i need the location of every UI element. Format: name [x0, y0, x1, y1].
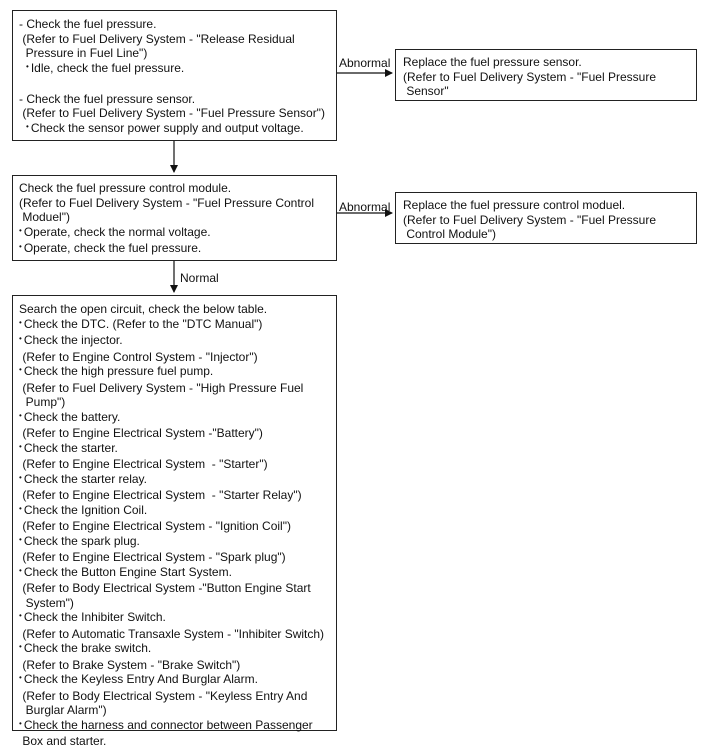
box3-line: (Refer to Engine Electrical System - "Ig… [19, 519, 291, 533]
box3-line: (Refer to Fuel Delivery System - "High P… [19, 380, 304, 395]
box3-bullet: Check the DTC. (Refer to the "DTC Manual… [19, 317, 336, 334]
box3-bullet: Check the starter. [19, 441, 336, 458]
box1-line: - Check the fuel pressure sensor. [19, 91, 196, 106]
box2-bullet: Operate, check the normal voltage. [19, 225, 336, 242]
box3-line: Search the open circuit, check the below… [19, 302, 268, 316]
replace-sensor-box: Replace the fuel pressure sensor. (Refer… [395, 49, 697, 101]
box3-bullet: Check the harness and connector between … [19, 718, 336, 735]
box2-line: Check the fuel pressure control module. [19, 181, 232, 195]
box2r-line: (Refer to Fuel Delivery System - "Fuel P… [403, 212, 656, 227]
control-module-check-box: Check the fuel pressure control module. … [12, 175, 337, 261]
box3-line: (Refer to Engine Electrical System - "Sp… [19, 550, 286, 564]
box1r-line: Sensor" [403, 84, 449, 98]
box1-line [19, 77, 336, 92]
normal-label: Normal [180, 271, 219, 285]
replace-control-module-box: Replace the fuel pressure control moduel… [395, 192, 697, 244]
box1-line: (Refer to Fuel Delivery System - "Fuel P… [19, 106, 325, 120]
box3-line: (Refer to Engine Electrical System -"Bat… [19, 426, 263, 440]
box1-bullet: Check the sensor power supply and output… [19, 121, 336, 138]
box1r-line: Replace the fuel pressure sensor. [403, 55, 582, 69]
open-circuit-check-box: Search the open circuit, check the below… [12, 295, 337, 748]
box1-line: Pressure in Fuel Line") [19, 46, 148, 60]
box3-bullet: Check the Ignition Coil. [19, 503, 336, 520]
box1-line: (Refer to Fuel Delivery System - "Releas… [19, 31, 295, 46]
box3-bullet: Check the battery. [19, 410, 336, 427]
box3-line: (Refer to Brake System - "Brake Switch") [19, 657, 241, 672]
box3-line: (Refer to Engine Electrical System - "St… [19, 488, 302, 502]
box3-line: Pump") [19, 395, 66, 409]
box3-bullet: Check the spark plug. [19, 534, 336, 551]
box3-line: Box and starter. [19, 734, 107, 748]
box3-bullet: Check the Keyless Entry And Burglar Alar… [19, 672, 336, 689]
box2-line: (Refer to Fuel Delivery System - "Fuel P… [19, 195, 315, 210]
box3-line: (Refer to Engine Electrical System - "St… [19, 457, 268, 471]
box3-bullet: Check the brake switch. [19, 641, 336, 658]
box3-bullet: Check the high pressure fuel pump. [19, 364, 336, 381]
box3-line: System") [19, 595, 74, 610]
box3-bullet: Check the Button Engine Start System. [19, 565, 336, 582]
box3-bullet: Check the starter relay. [19, 472, 336, 489]
box3-line: (Refer to Engine Control System - "Injec… [19, 349, 258, 364]
fuel-pressure-check-box: - Check the fuel pressure. (Refer to Fue… [12, 10, 337, 141]
box3-line: Burglar Alarm") [19, 703, 107, 717]
box1r-line: (Refer to Fuel Delivery System - "Fuel P… [403, 69, 656, 84]
box2r-line: Control Module") [403, 227, 496, 241]
box3-line: (Refer to Automatic Transaxle System - "… [19, 626, 325, 641]
box3-bullet: Check the injector. [19, 333, 336, 350]
box1-bullet: Idle, check the fuel pressure. [19, 61, 336, 78]
box2r-line: Replace the fuel pressure control moduel… [403, 198, 626, 212]
abnormal-label-2: Abnormal [339, 200, 391, 214]
box3-line: (Refer to Body Electrical System -"Butto… [19, 581, 311, 595]
box3-line: (Refer to Body Electrical System - "Keyl… [19, 688, 308, 703]
box3-bullet: Check the Inhibiter Switch. [19, 610, 336, 627]
box1-line: - Check the fuel pressure. [19, 17, 157, 31]
box2-line: Moduel") [19, 210, 70, 224]
box2-bullet: Operate, check the fuel pressure. [19, 241, 336, 258]
abnormal-label-1: Abnormal [339, 56, 391, 70]
